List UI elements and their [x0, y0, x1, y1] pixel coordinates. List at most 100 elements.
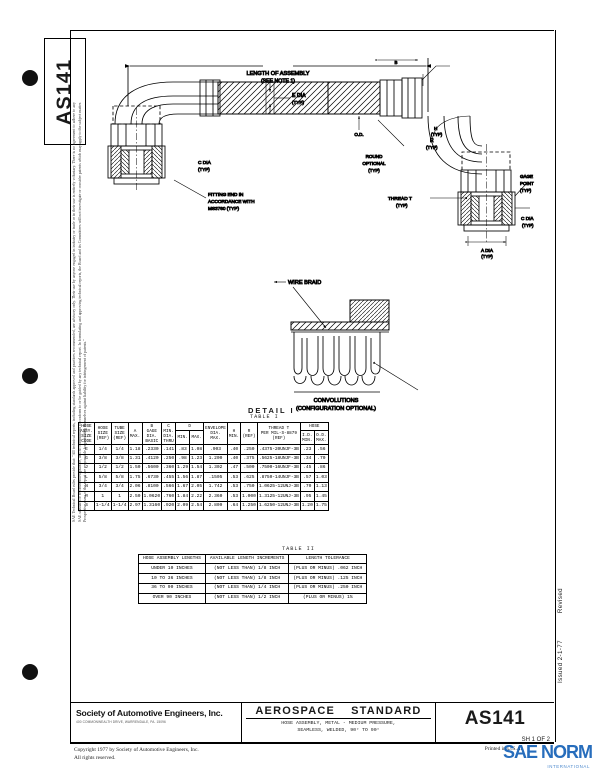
table1-cell-c: .141 [161, 444, 177, 455]
fitting-end-line3: MS3760 (TYP) [208, 206, 239, 211]
table1-cell-hose: 3/4 [93, 481, 112, 493]
th-hose-size-ref: HOSE SIZE (REF) [93, 421, 112, 446]
table1-cell-tube: 3/8 [110, 453, 129, 465]
table1-cell-dmin: .83 [175, 444, 191, 455]
table1-cell-r: .250 [240, 444, 258, 455]
table2-cell: UNDER 10 INCHES [138, 563, 206, 575]
th-envelope-dia: ENVELOPE DIA. MAX. [203, 421, 228, 446]
table1-cell-dmax: 2.05 [189, 481, 205, 493]
aerospace-word: AEROSPACE [255, 705, 336, 717]
copyright-block: Copyright 1977 by Society of Automotive … [74, 746, 199, 762]
table1-cell-od: .70 [313, 453, 329, 465]
detail-one-title: DETAIL I [248, 406, 295, 415]
sheet-number: SH 1 OF 2 [521, 737, 550, 743]
table1-cell-a: 1.75 [127, 472, 143, 483]
table1-cell-dmin: 1.56 [175, 472, 191, 483]
watermark-sub: INTERNATIONAL [547, 764, 590, 769]
table1-cell-h: .53 [226, 491, 242, 502]
table1-cell-hose: 1/2 [93, 463, 112, 474]
th-thread-t: THREAD T PER MIL-S-8879 (REF) [256, 421, 301, 446]
od-label: O.D. [354, 132, 363, 137]
table2-cell: 10 TO 36 INCHES [138, 573, 206, 584]
page-frame-bottom [70, 742, 554, 743]
title-block-organization: Society of Automotive Engineers, Inc. 40… [70, 703, 242, 743]
title-block: Society of Automotive Engineers, Inc. 40… [70, 702, 554, 744]
round-optional-line1: ROUND [366, 154, 384, 159]
table1-cell-dmax: 1.54 [189, 463, 205, 474]
table1-cell-code: N [78, 481, 95, 493]
table2-cell: (NOT LESS THAN) 1/2 INCH [204, 592, 290, 604]
table1-cell-dmin: 2.09 [175, 500, 191, 512]
table1-cell-c: .455 [161, 472, 177, 483]
table-row: 36 TO 90 INCHES(NOT LESS THAN) 1/4 INCH(… [138, 582, 368, 594]
table1-cell-c: .760 [161, 491, 177, 502]
see-note-label: (SEE NOTE 1) [261, 79, 295, 85]
table1-cell-tube: 5/8 [110, 472, 129, 483]
table1-cell-r: .375 [240, 453, 258, 465]
table1-cell-id: .95 [299, 491, 315, 502]
thread-t-label: THREAD T [388, 196, 412, 202]
table1-cell-h: .53 [226, 472, 242, 483]
table1-cell-r: .625 [240, 472, 258, 483]
table1-cell-id: .57 [299, 472, 315, 483]
table1-cell-dmin: 1.84 [175, 491, 191, 502]
table1-cell-b: .4120 [141, 453, 163, 465]
table1-cell-dmax: 2.22 [189, 491, 205, 502]
c-dia-right-typ: (TYP) [522, 223, 534, 228]
table1-cell-a: 2.50 [127, 491, 143, 502]
c-dia-left-typ: (TYP) [198, 167, 210, 172]
table1-cell-env: 1.200 [203, 453, 228, 465]
table1-cell-hose: 1 [93, 491, 112, 502]
table1-cell-hose: 1-1/4 [93, 500, 112, 512]
table1-cell-b: .2330 [141, 444, 163, 455]
table1-cell-r: 1.250 [240, 500, 258, 512]
table1-cell-h: .40 [226, 453, 242, 465]
th-d-group: D [175, 421, 205, 432]
round-optional-line2: OPTIONAL [362, 161, 386, 166]
c-dia-right-label: C DIA [521, 216, 534, 221]
table1-cell-h: .47 [226, 463, 242, 474]
table2-cell: (NOT LESS THAN) 1/8 INCH [204, 563, 290, 575]
table1-cell-dmax: 1.08 [189, 444, 205, 455]
punch-hole-top [22, 70, 38, 86]
organization-address: 400 COMMONWEALTH DRIVE, WARRENDALE, PA. … [76, 719, 166, 724]
punch-hole-bottom [22, 664, 38, 680]
table1-cell-od: .86 [313, 463, 329, 474]
table1-cell-tube: 1/4 [110, 444, 129, 455]
table2-cell: (NOT LESS THAN) 1/8 INCH [204, 573, 290, 584]
table2-cell: (PLUS OR MINUS) .125 INCH [288, 573, 368, 584]
table1-cell-code: J [78, 463, 95, 474]
table1-cell-thread: .7500-16UNJF-3B [256, 463, 301, 474]
table1-cell-thread: 1.3125-12UNJ-3B [256, 491, 301, 502]
table1-cell-tube: 1-1/4 [110, 500, 129, 512]
table1-cell-thread: 1.6250-12UNJ-3B [256, 500, 301, 512]
table1-cell-od: .56 [313, 444, 329, 455]
table-row: UNDER 10 INCHES(NOT LESS THAN) 1/8 INCH(… [138, 563, 368, 575]
convolutions-optional-label: (CONFIGURATION OPTIONAL) [296, 406, 376, 412]
table1-cell-r: .750 [240, 481, 258, 493]
table2-body: UNDER 10 INCHES(NOT LESS THAN) 1/8 INCH(… [138, 563, 368, 604]
th-a-max: A MAX. [127, 421, 143, 446]
th-d-max: MAX. [189, 430, 205, 446]
table1-cell-id: 1.20 [299, 500, 315, 512]
e-dia-typ-label: (TYP) [292, 100, 304, 105]
table1-subheader-row: MIN. MAX. I.D. MIN. O.D. MAX. [79, 430, 329, 446]
table1-cell-tube: 1 [110, 491, 129, 502]
table1-cell-b: .8100 [141, 481, 163, 493]
round-optional-line3: (TYP) [368, 168, 380, 173]
table1-cell-hose: 3/8 [93, 453, 112, 465]
table1-cell-a: 1.31 [127, 453, 143, 465]
table1-cell-thread: .5625-18UNJF-3B [256, 453, 301, 465]
printed-in-label: Printed in U.S.A. [484, 746, 522, 752]
thread-t-typ: (TYP) [396, 203, 408, 208]
table2-header-cell: AVAILABLE LENGTH INCREMENTS [204, 553, 290, 565]
th-b-gage-dia: B GAGE DIA. BASIC [141, 421, 163, 446]
table1-cell-env: .903 [203, 444, 228, 455]
table1-cell-env: 2.809 [203, 500, 228, 512]
th-c-min-dia: C MIN. DIA. THRU [161, 421, 177, 446]
